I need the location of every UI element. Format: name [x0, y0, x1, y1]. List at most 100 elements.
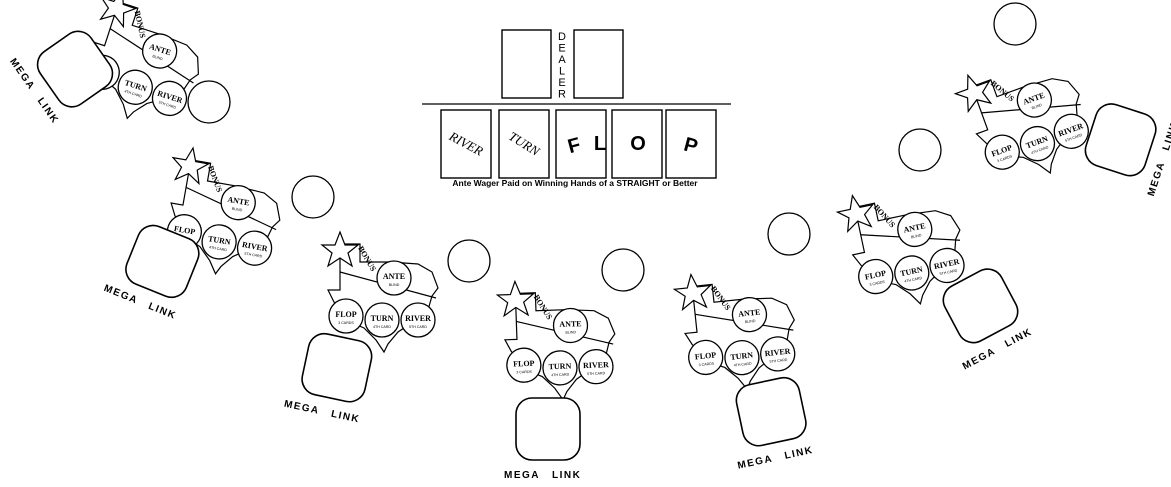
river-label: RIVER [405, 314, 431, 323]
bonus-star-icon [495, 279, 536, 318]
mega-link-box[interactable] [121, 221, 204, 302]
dealer-letter: E [558, 43, 565, 55]
ante-bet-circle[interactable] [552, 307, 589, 344]
ante-bet-circle[interactable] [138, 30, 181, 73]
mega-link-box[interactable] [938, 263, 1024, 348]
bet-circle[interactable] [993, 2, 1037, 46]
mega-label: MEGA [283, 399, 321, 417]
flop-bet-circle[interactable] [980, 130, 1024, 174]
ante-bet-circle[interactable] [895, 209, 935, 249]
bonus-star-icon [320, 230, 360, 268]
betting-circles [187, 2, 1037, 292]
bet-circle[interactable] [447, 239, 491, 283]
river-sub-label: 5TH CARD [769, 358, 788, 364]
turn-sub-label: 4TH CARD [733, 362, 752, 368]
bet-circle[interactable] [291, 175, 335, 219]
mega-link-box[interactable] [733, 375, 808, 449]
river-bet-circle[interactable] [235, 228, 274, 267]
dealer-card-left [501, 29, 552, 99]
river-sub-label: 5TH CARD [409, 325, 427, 329]
bonus-star-icon [672, 272, 712, 312]
turn-bet-circle[interactable] [723, 339, 760, 376]
ante-sub-label: BLIND [1031, 103, 1043, 111]
bet-circle[interactable] [187, 80, 231, 124]
dealer-card-right [573, 29, 624, 99]
mega-label: MEGA [1146, 160, 1168, 198]
dealer-letter: E [558, 77, 565, 89]
community-card-slot [665, 109, 717, 179]
community-card-slot [498, 109, 550, 179]
ante-label: ANTE [738, 307, 761, 318]
link-label: LINK [552, 470, 581, 481]
ante-sub-label: BLIND [565, 330, 576, 334]
river-bet-circle[interactable] [759, 335, 796, 372]
bet-circle[interactable] [898, 128, 942, 172]
river-bet-circle[interactable] [927, 245, 967, 285]
mega-link-box[interactable] [1081, 100, 1160, 180]
mega-link-box[interactable] [299, 331, 374, 405]
turn-bet-circle[interactable] [1016, 122, 1060, 166]
turn-label: TURN [548, 362, 571, 372]
ante-bet-circle[interactable] [219, 183, 258, 222]
flop-bet-circle[interactable] [506, 347, 542, 383]
river-bet-circle[interactable] [578, 349, 614, 385]
dealer-letter: R [558, 89, 566, 101]
bet-circle[interactable] [601, 248, 645, 292]
turn-label: TURN [371, 314, 394, 323]
flop-sub-label: 3 CARDS [997, 154, 1014, 163]
ante-bet-circle[interactable] [1013, 78, 1057, 122]
flop-letter: P [681, 134, 700, 159]
ante-label: ANTE [227, 195, 250, 208]
turn-bet-circle[interactable] [542, 350, 578, 386]
dealer-letter: D [558, 31, 566, 43]
ante-label: ANTE [559, 319, 582, 329]
mega-link-spot: MEGA LINK [7, 25, 118, 126]
flop-bet-circle[interactable] [687, 339, 724, 376]
link-label: LINK [35, 96, 61, 126]
flop-letter: F [566, 134, 583, 158]
mega-link-box[interactable] [515, 397, 581, 461]
ante-bet-circle[interactable] [376, 260, 412, 296]
turn-bet-circle[interactable] [199, 222, 238, 261]
flop-sub-label: 3 CARDS [338, 321, 354, 325]
river-label: RIVER [764, 347, 791, 359]
ante-bet-circle[interactable] [731, 296, 768, 333]
flop-bet-circle[interactable] [328, 298, 364, 334]
flop-sub-label: 3 CARDS [516, 370, 532, 375]
turn-bet-circle[interactable] [364, 302, 400, 338]
river-bet-circle[interactable] [1049, 110, 1093, 154]
flop-letter: L [594, 133, 606, 155]
ante-sub-label: BLIND [152, 54, 164, 61]
ante-sub-label: BLIND [745, 319, 756, 324]
turn-sub-label: 4TH CARD [373, 325, 391, 329]
bet-circle[interactable] [767, 212, 811, 256]
river-sub-label: 5TH CARD [1065, 133, 1084, 143]
flop-label: FLOP [335, 310, 356, 319]
river-label: RIVER [583, 360, 609, 370]
ante-sub-label: BLIND [911, 233, 923, 239]
link-label: LINK [784, 445, 815, 462]
turn-bet-circle[interactable] [114, 66, 157, 109]
river-label: RIVER [241, 240, 268, 253]
ante-sub-label: BLIND [389, 283, 400, 287]
ante-notice: Ante Wager Paid on Winning Hands of a ST… [452, 178, 698, 188]
flop-bet-circle[interactable] [856, 256, 896, 296]
dealer-letter: A [558, 54, 566, 66]
flop-label: FLOP [694, 350, 716, 361]
river-bet-circle[interactable] [400, 302, 436, 338]
mega-label: MEGA [7, 57, 37, 93]
community-card-slot [555, 109, 607, 179]
mega-link-box[interactable] [31, 25, 118, 113]
turn-label: TURN [207, 234, 231, 247]
bonus-star-icon [953, 73, 993, 114]
flop-letter: O [630, 133, 646, 155]
turn-bet-circle[interactable] [892, 253, 932, 293]
river-bet-circle[interactable] [148, 77, 191, 120]
flop-label: FLOP [864, 268, 887, 281]
